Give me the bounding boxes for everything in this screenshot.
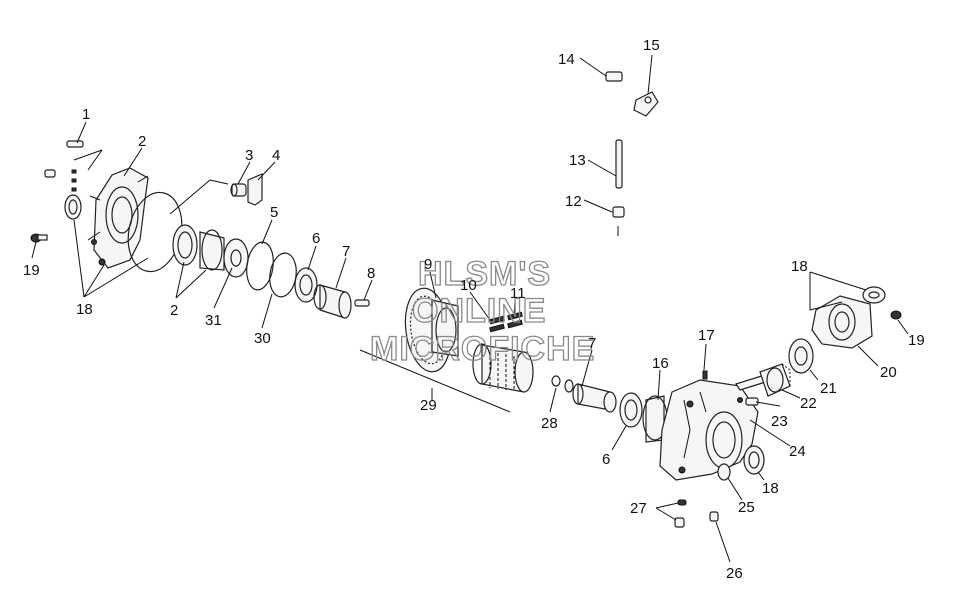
callout-31: 31 xyxy=(205,312,222,329)
upper-small-parts xyxy=(605,71,659,236)
part-14-bolt xyxy=(605,71,623,82)
callout-1: 1 xyxy=(82,106,90,123)
part-3-bushing xyxy=(230,183,247,197)
callout-3: 3 xyxy=(245,147,253,164)
part-26-plug xyxy=(709,511,719,522)
callout-25: 25 xyxy=(738,499,755,516)
callout-2-top: 2 xyxy=(138,133,146,150)
part-7-collar-right xyxy=(564,379,617,413)
part-2-cover xyxy=(87,167,149,269)
callout-29: 29 xyxy=(420,397,437,414)
part-4-clip xyxy=(247,173,263,206)
callout-6-right: 6 xyxy=(602,451,610,468)
callout-23: 23 xyxy=(771,413,788,430)
part-18-seal-right xyxy=(743,445,765,475)
callout-10: 10 xyxy=(460,277,477,294)
callout-22: 22 xyxy=(800,395,817,412)
callout-17: 17 xyxy=(698,327,715,344)
part-31-washer xyxy=(223,238,249,278)
part-6-bearing-left xyxy=(294,267,318,303)
callout-9: 9 xyxy=(424,256,432,273)
callout-5: 5 xyxy=(270,204,278,221)
callout-18-lower: 18 xyxy=(762,480,779,497)
part-29-hub-cage xyxy=(472,343,534,393)
watermark-line-1: HLSM'S xyxy=(418,255,551,293)
callout-18-left: 18 xyxy=(76,301,93,318)
part-2-sleeve xyxy=(199,229,225,271)
part-12-fitting xyxy=(612,206,625,236)
part-21-bearing xyxy=(788,338,814,374)
part-15-bracket xyxy=(633,91,659,117)
callout-30: 30 xyxy=(254,330,271,347)
part-13-shaft xyxy=(615,139,623,189)
callout-11: 11 xyxy=(510,285,526,302)
part-8-pin xyxy=(354,299,370,307)
callout-labels: 1 2 3 4 5 6 7 8 19 18 2 31 30 9 10 11 29… xyxy=(23,37,925,582)
watermark: HLSM'S ONLINE MICROFICHE xyxy=(369,254,595,368)
callout-16: 16 xyxy=(652,355,669,372)
part-17-dowel xyxy=(702,370,708,380)
callout-6-left: 6 xyxy=(312,230,320,247)
part-18-seal-upper xyxy=(862,286,886,304)
part-2-bearing-race xyxy=(172,224,198,266)
part-24-gearcase-housing xyxy=(659,379,759,481)
callout-4: 4 xyxy=(272,147,280,164)
part-5-o-ring xyxy=(246,241,274,291)
part-28-clip xyxy=(551,375,561,387)
callout-18-upper: 18 xyxy=(791,258,808,275)
callout-20: 20 xyxy=(880,364,897,381)
part-29-bracket xyxy=(359,349,511,413)
callout-12: 12 xyxy=(565,193,582,210)
part-7-collar-left xyxy=(313,284,352,319)
callout-26: 26 xyxy=(726,565,743,582)
callout-19-left: 19 xyxy=(23,262,40,279)
callout-7-left: 7 xyxy=(342,243,350,260)
part-22-pinion-gear xyxy=(759,363,791,397)
callout-15: 15 xyxy=(643,37,660,54)
watermark-line-2: ONLINE xyxy=(412,292,546,330)
part-1-pin xyxy=(66,140,84,148)
part-27-fasteners xyxy=(674,499,687,528)
part-10-rollers xyxy=(489,315,505,333)
left-cover-assembly xyxy=(30,140,370,319)
callout-27: 27 xyxy=(630,500,647,517)
leader-lines xyxy=(31,54,909,563)
callout-2-bottom: 2 xyxy=(170,302,178,319)
dowel-pins xyxy=(44,169,77,192)
callout-24: 24 xyxy=(789,443,806,460)
part-9-ring-gear xyxy=(404,287,459,373)
callout-14: 14 xyxy=(558,51,575,68)
part-19-bolt-left xyxy=(30,233,48,243)
right-housing-assembly xyxy=(551,286,902,528)
part-18-seal-left xyxy=(64,194,82,220)
callout-8: 8 xyxy=(367,265,375,282)
callout-19-right: 19 xyxy=(908,332,925,349)
callout-7-right: 7 xyxy=(588,335,596,352)
part-19-bolt-right xyxy=(890,310,902,320)
part-25-washer xyxy=(717,463,731,481)
watermark-line-3: MICROFICHE xyxy=(370,330,595,368)
callout-28: 28 xyxy=(541,415,558,432)
center-gear-assembly xyxy=(359,287,534,413)
part-6-bearing-right xyxy=(619,392,643,428)
part-20-flange-housing xyxy=(811,295,873,349)
callout-21: 21 xyxy=(820,380,837,397)
callout-13: 13 xyxy=(569,152,586,169)
